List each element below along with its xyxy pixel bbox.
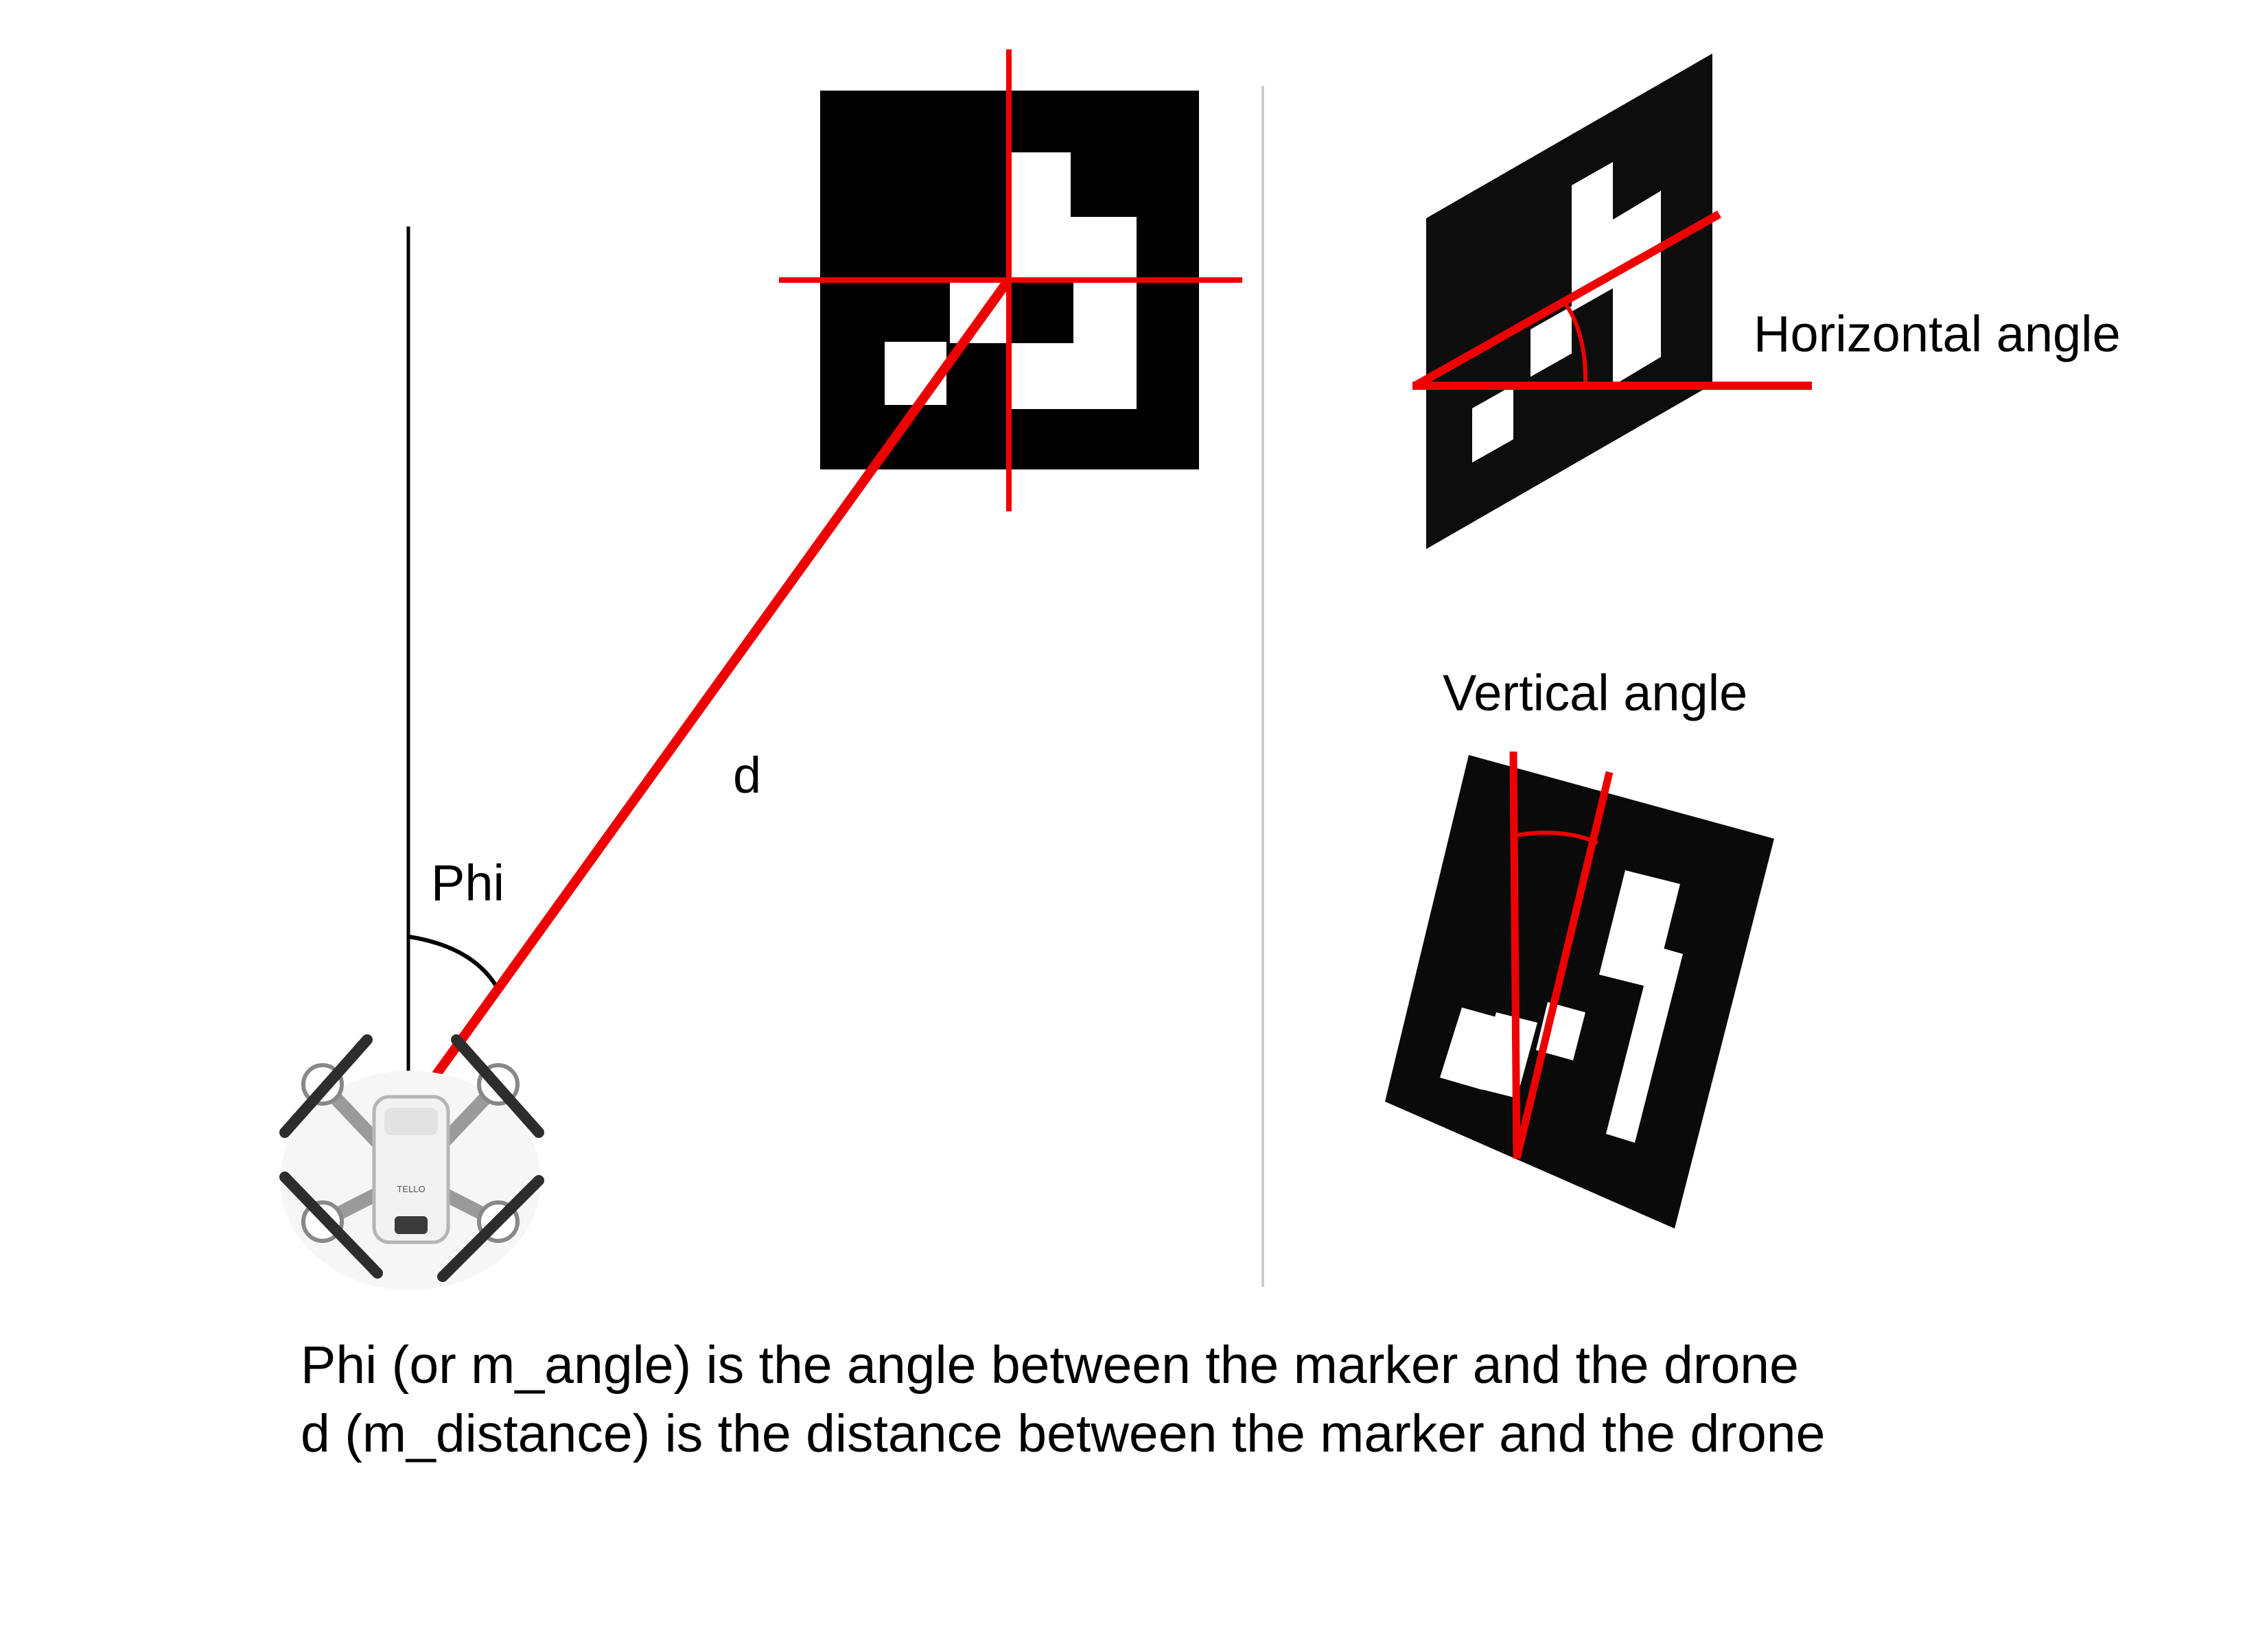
vertical-angle-tilt-line [1513,771,1614,1160]
vertical-angle-arc [1511,830,1599,845]
phi-angle-arc [409,935,500,990]
quadcopter-drone-icon: TELLO [279,1034,544,1290]
horizontal-angle-label: Horizontal angle [1754,305,2121,362]
horizontal-angle-tilt-line [1413,210,1721,390]
caption-line-2: d (m_distance) is the distance between t… [301,1404,1825,1463]
horizontal-angle-arc [1561,299,1588,386]
phi-label: Phi [431,854,504,911]
drone-brand-label: TELLO [397,1184,425,1194]
vertical-angle-baseline [1509,751,1521,1159]
vertical-angle-marker [1385,755,1774,1229]
vertical-angle-label: Vertical angle [1443,664,1747,721]
distance-line [406,278,1012,1114]
distance-label: d [733,747,761,804]
caption-line-1: Phi (or m_angle) is the angle between th… [301,1336,1799,1395]
